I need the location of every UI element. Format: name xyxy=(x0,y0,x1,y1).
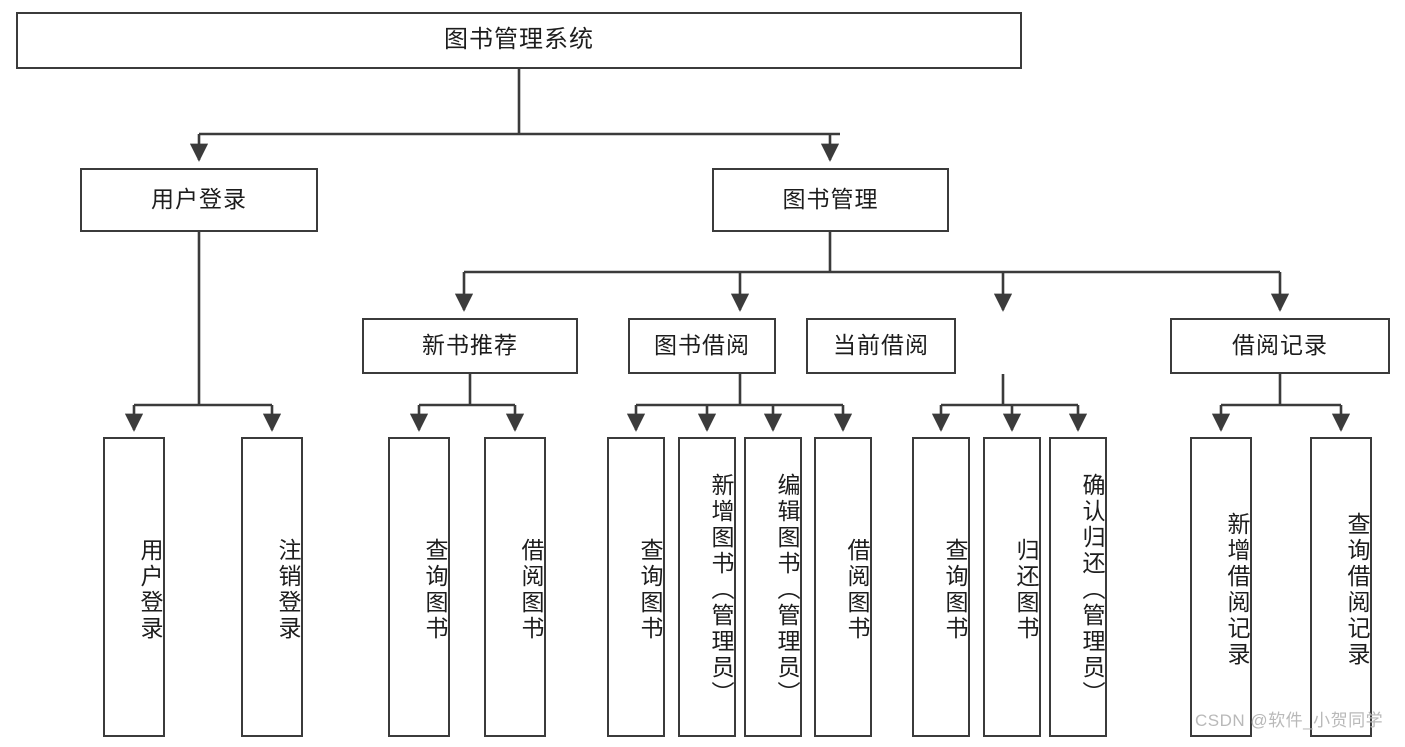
node-label: 注销登录 xyxy=(275,538,301,642)
node-label: 借阅图书 xyxy=(518,538,544,642)
node-leaf-add-book[interactable]: 新增图书（管理员） xyxy=(678,437,736,737)
node-label: 当前借阅 xyxy=(833,332,929,359)
node-borrow-record[interactable]: 借阅记录 xyxy=(1170,318,1390,374)
node-label: 图书管理 xyxy=(782,186,879,213)
node-label: 新书推荐 xyxy=(422,332,518,359)
node-label: 查询图书 xyxy=(637,538,663,642)
node-leaf-query-book-recommend[interactable]: 查询图书 xyxy=(388,437,450,737)
node-label: 图书借阅 xyxy=(654,332,750,359)
node-label: 查询图书 xyxy=(942,538,968,642)
node-leaf-query-book-current[interactable]: 查询图书 xyxy=(912,437,970,737)
node-leaf-query-borrow-record[interactable]: 查询借阅记录 xyxy=(1310,437,1372,737)
node-label: 图书管理系统 xyxy=(444,26,594,54)
node-new-book-recommend[interactable]: 新书推荐 xyxy=(362,318,578,374)
node-leaf-confirm-return[interactable]: 确认归还（管理员） xyxy=(1049,437,1107,737)
node-label: 编辑图书（管理员） xyxy=(774,473,800,707)
node-leaf-return-book[interactable]: 归还图书 xyxy=(983,437,1041,737)
node-label: 新增图书（管理员） xyxy=(708,473,734,707)
node-label: 借阅图书 xyxy=(844,538,870,642)
node-current-borrow[interactable]: 当前借阅 xyxy=(806,318,956,374)
node-leaf-edit-book[interactable]: 编辑图书（管理员） xyxy=(744,437,802,737)
node-label: 查询借阅记录 xyxy=(1344,512,1370,668)
node-label: 用户登录 xyxy=(137,538,163,642)
csdn-watermark: CSDN @软件_小贺同学 xyxy=(1195,711,1384,730)
node-label: 新增借阅记录 xyxy=(1224,512,1250,668)
node-user-login[interactable]: 用户登录 xyxy=(80,168,318,232)
node-root-system[interactable]: 图书管理系统 xyxy=(16,12,1022,69)
node-leaf-logout-login[interactable]: 注销登录 xyxy=(241,437,303,737)
node-label: 归还图书 xyxy=(1013,538,1039,642)
node-book-management[interactable]: 图书管理 xyxy=(712,168,949,232)
node-label: 查询图书 xyxy=(422,538,448,642)
node-leaf-add-borrow-record[interactable]: 新增借阅记录 xyxy=(1190,437,1252,737)
node-leaf-borrow-book-recommend[interactable]: 借阅图书 xyxy=(484,437,546,737)
node-label: 确认归还（管理员） xyxy=(1079,473,1105,707)
node-book-borrow[interactable]: 图书借阅 xyxy=(628,318,776,374)
node-label: 借阅记录 xyxy=(1232,332,1328,359)
node-leaf-query-book-borrow[interactable]: 查询图书 xyxy=(607,437,665,737)
node-leaf-borrow-book[interactable]: 借阅图书 xyxy=(814,437,872,737)
node-leaf-user-login[interactable]: 用户登录 xyxy=(103,437,165,737)
node-label: 用户登录 xyxy=(151,186,247,213)
